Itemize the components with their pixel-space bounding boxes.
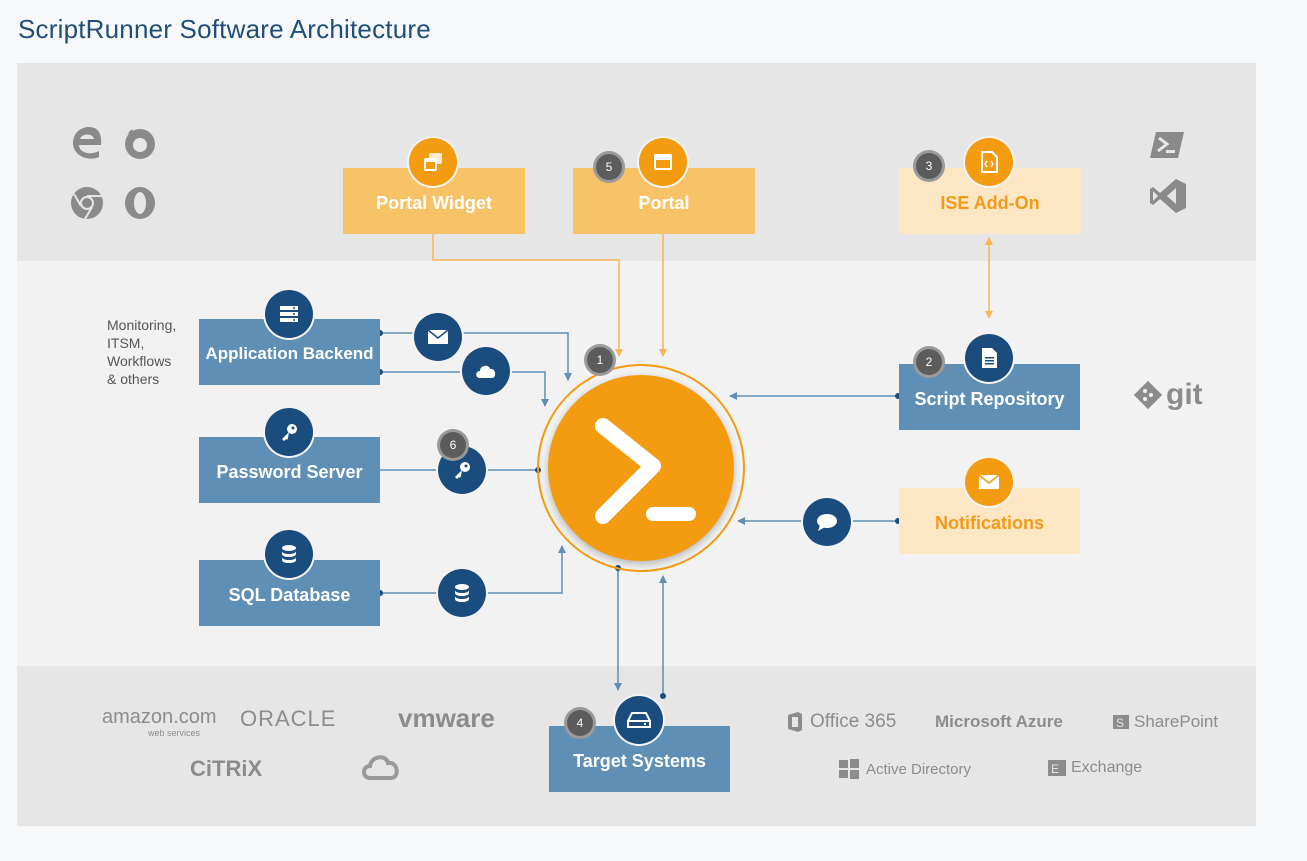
integrations-line-3: Workflows <box>107 353 172 369</box>
sharepoint-label: SharePoint <box>1134 712 1219 731</box>
firefox-icon <box>121 124 159 162</box>
notifications-box[interactable]: Notifications <box>899 488 1080 554</box>
office-icon <box>788 712 802 732</box>
badge-4: 4 <box>567 710 593 736</box>
ise-addon-box[interactable]: ISE Add-On <box>899 168 1081 234</box>
amazon-sub-label: web services <box>148 728 201 738</box>
portal-label: Portal <box>638 192 690 213</box>
browser-window-icon <box>639 138 687 186</box>
exchange-logo: E Exchange <box>1047 759 1142 777</box>
amazon-label: amazon.com <box>102 706 217 728</box>
portal-widget-label: Portal Widget <box>376 192 492 213</box>
document-icon <box>965 334 1013 382</box>
git-logo: git <box>1134 378 1203 412</box>
target-systems-label: Target Systems <box>573 750 706 771</box>
badge-1: 1 <box>587 347 613 373</box>
opera-icon <box>121 184 159 222</box>
code-file-icon <box>965 138 1013 186</box>
badge-6: 6 <box>440 432 466 458</box>
database-icon <box>265 530 313 578</box>
amazon-logo: amazon.com web services <box>84 706 217 738</box>
cloud-connector-icon <box>462 347 510 395</box>
citrix-logo: CiTRiX <box>190 756 263 781</box>
ise-addon-label: ISE Add-On <box>940 192 1040 213</box>
office365-logo: Office 365 <box>786 711 896 733</box>
svg-text:E: E <box>1051 762 1059 776</box>
badge-3: 3 <box>916 153 942 179</box>
mail-connector-icon <box>414 313 462 361</box>
exchange-label: Exchange <box>1071 759 1143 776</box>
visual-studio-icon <box>1148 176 1188 216</box>
windows-icon <box>839 759 859 779</box>
password-server-box[interactable]: Password Server <box>199 437 380 503</box>
svg-text:S: S <box>1116 716 1124 730</box>
active-directory-logo: Active Directory <box>838 758 971 780</box>
integrations-label: Monitoring, ITSM, Workflows & others <box>107 316 176 388</box>
chat-connector-icon <box>803 498 851 546</box>
portal-widget-box[interactable]: Portal Widget <box>343 168 525 234</box>
cloud-logo-icon <box>360 752 402 787</box>
integrations-line-1: Monitoring, <box>107 317 177 333</box>
chrome-icon <box>68 184 106 222</box>
backend-connector-2 <box>380 371 549 407</box>
powershell-prompt-icon <box>548 375 734 561</box>
oracle-logo: ORACLE <box>240 706 337 731</box>
office365-label: Office 365 <box>810 711 897 732</box>
azure-logo: Microsoft Azure <box>935 712 1063 731</box>
active-directory-label: Active Directory <box>866 760 972 778</box>
git-icon <box>1134 381 1162 409</box>
badge-5: 5 <box>596 154 622 180</box>
scriptrunner-core[interactable] <box>537 364 745 572</box>
envelope-icon <box>965 458 1013 506</box>
target-systems-box[interactable]: Target Systems <box>549 726 730 792</box>
windows-stack-icon <box>409 138 457 186</box>
portal-widget-connector <box>432 234 623 357</box>
password-server-label: Password Server <box>216 461 363 482</box>
integrations-line-4: & others <box>107 371 160 387</box>
sharepoint-icon: S <box>1113 715 1129 730</box>
vmware-logo: vmware <box>398 703 495 733</box>
badge-2: 2 <box>916 349 942 375</box>
edge-icon <box>68 124 106 162</box>
sharepoint-logo: S SharePoint <box>1112 712 1218 732</box>
exchange-icon: E <box>1048 760 1066 776</box>
hard-drive-icon <box>615 696 663 744</box>
powershell-icon <box>1148 128 1186 162</box>
server-icon <box>265 290 313 338</box>
script-repository-label: Script Repository <box>914 388 1065 409</box>
key-icon <box>265 408 313 456</box>
page-title: ScriptRunner Software Architecture <box>18 14 431 44</box>
sql-database-label: SQL Database <box>228 584 351 605</box>
integrations-line-2: ITSM, <box>107 335 145 351</box>
sql-database-box[interactable]: SQL Database <box>199 560 380 626</box>
application-backend-label: Application Backend <box>205 344 374 363</box>
database-connector-icon <box>438 569 486 617</box>
notifications-label: Notifications <box>934 512 1044 533</box>
git-label: git <box>1166 378 1203 411</box>
